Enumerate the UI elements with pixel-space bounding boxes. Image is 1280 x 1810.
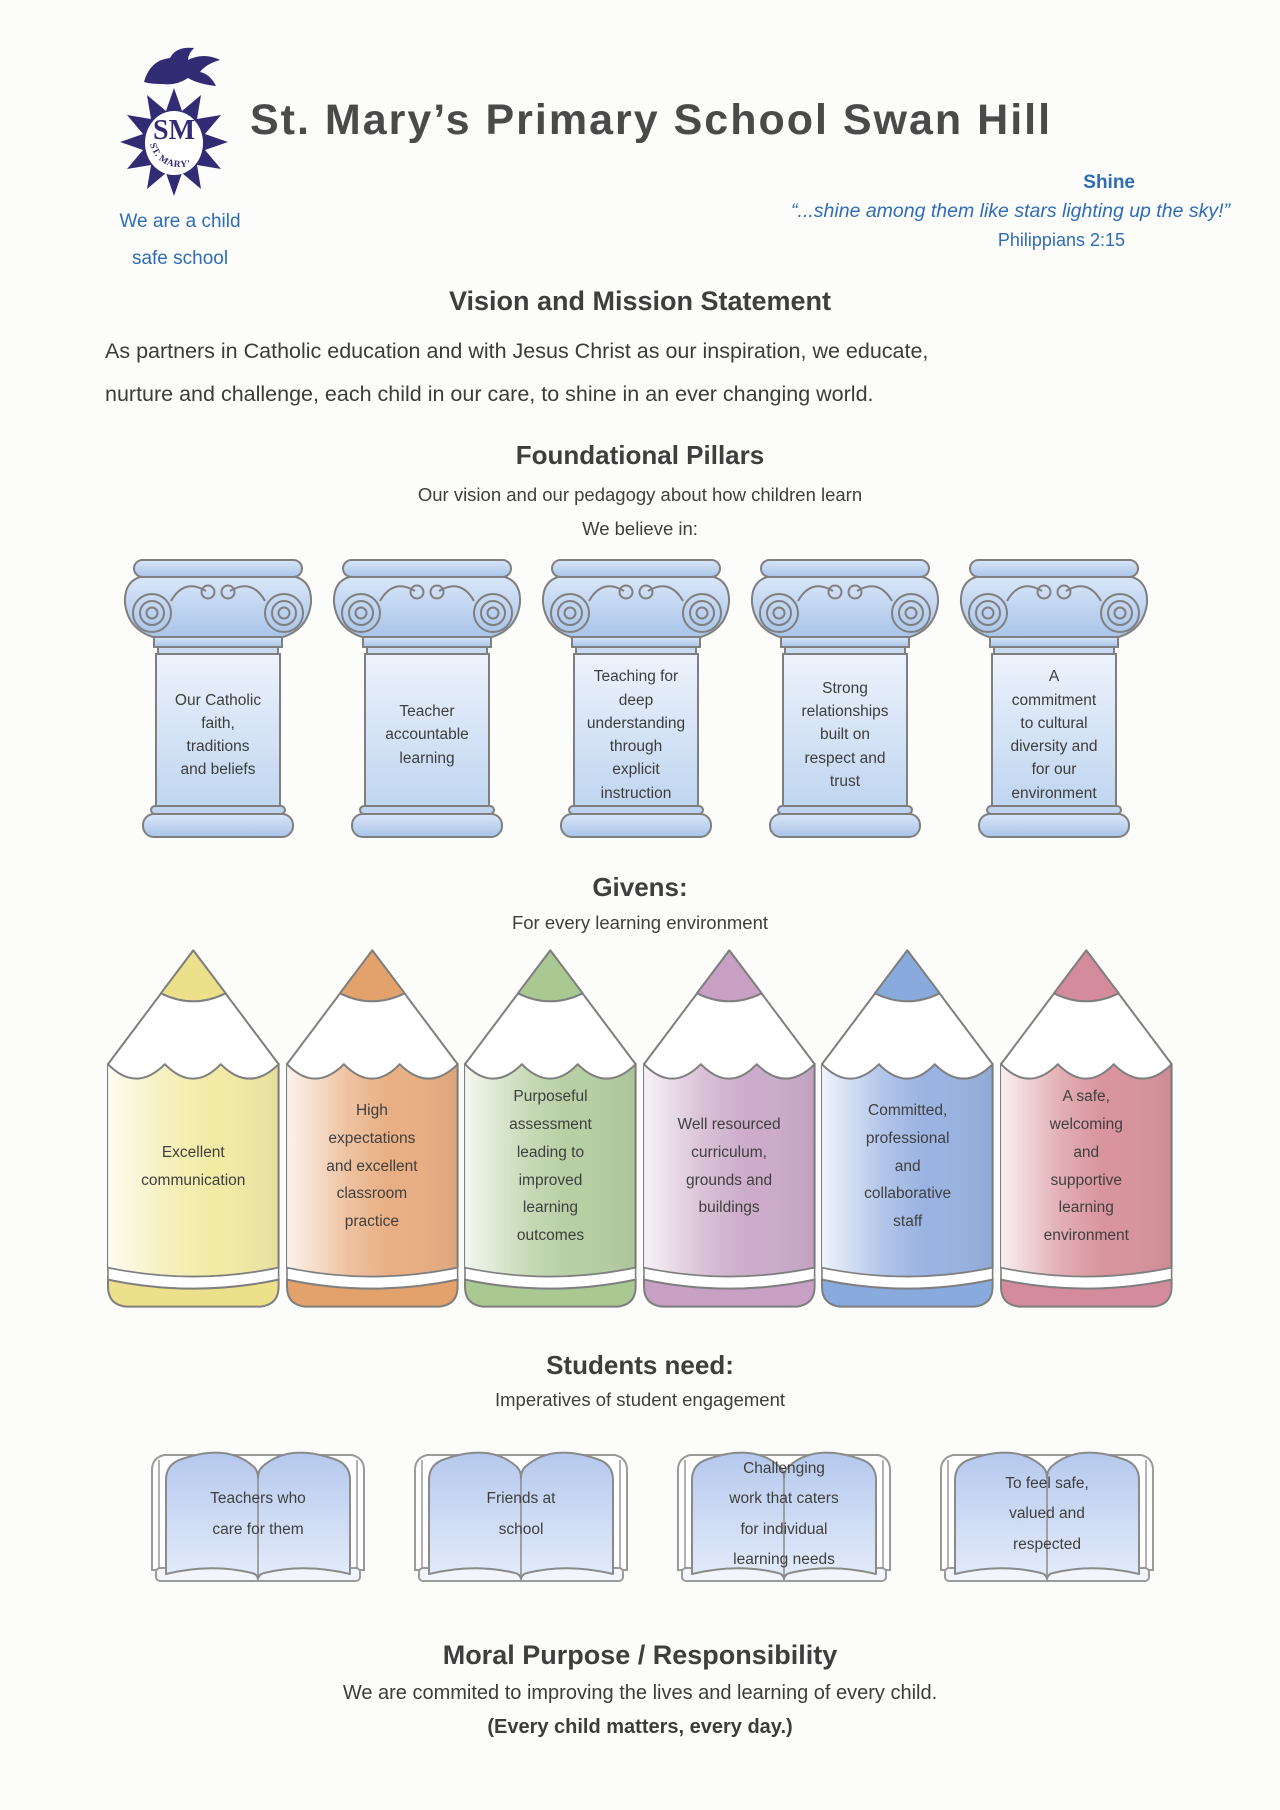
book-text: To feel safe, valued and respected <box>1005 1475 1089 1553</box>
givens-subtitle: For every learning environment <box>511 912 769 933</box>
pencil: High expectations and excellent classroo… <box>283 946 462 1311</box>
pencils-row: Excellent communication High expectation… <box>104 946 1176 1311</box>
book-text: Friends at school <box>486 1490 556 1538</box>
school-logo: SM ST. MARY'S <box>110 44 228 196</box>
child-safe-statement: We are a child safe school <box>100 203 260 277</box>
dove-icon <box>144 47 220 86</box>
pencil-text: Well resourced curriculum, grounds and b… <box>677 1115 781 1217</box>
pillar: Strong relationships built on respect an… <box>745 556 945 844</box>
students-subtitle: Imperatives of student engagement <box>494 1389 785 1410</box>
book-text: Challenging work that caters for individ… <box>729 1460 839 1568</box>
vision-heading: Vision and Mission Statement <box>448 286 832 316</box>
pillar-text: A commitment to cultural diversity and f… <box>1010 668 1098 802</box>
pillar-text: Our Catholic faith, traditions and belie… <box>174 691 262 779</box>
vision-body: As partners in Catholic education and wi… <box>105 339 929 406</box>
moral-line2: (Every child matters, every day.) <box>487 1716 793 1738</box>
scripture-quote: “...shine among them like stars lighting… <box>791 200 1230 222</box>
pencil: Committed, professional and collaborativ… <box>818 946 997 1311</box>
pillars-lead-in: We believe in: <box>582 518 698 539</box>
book: Challenging work that caters for individ… <box>668 1424 900 1589</box>
logo-monogram: SM <box>153 115 195 146</box>
pillar: Teacher accountable learning <box>327 556 527 844</box>
pillar: A commitment to cultural diversity and f… <box>954 556 1154 844</box>
child-safe-line2: safe school <box>131 248 229 270</box>
header-quote-block: Shine “...shine among them like stars li… <box>791 172 1230 251</box>
pillar-text: Strong relationships built on respect an… <box>801 679 889 790</box>
scripture-reference: Philippians 2:15 <box>997 230 1125 250</box>
pillars-row: Our Catholic faith, traditions and belie… <box>118 556 1154 844</box>
pillar-text: Teacher accountable learning <box>385 703 469 767</box>
book: To feel safe, valued and respected <box>931 1424 1163 1589</box>
students-heading: Students need: <box>546 1350 734 1380</box>
page-title: St. Mary’s Primary School Swan Hill <box>250 96 1053 144</box>
book: Teachers who care for them <box>142 1424 374 1589</box>
pencil-text: Excellent communication <box>141 1143 246 1189</box>
pencil-text: Committed, professional and collaborativ… <box>864 1101 952 1231</box>
pencil: Well resourced curriculum, grounds and b… <box>640 946 819 1311</box>
moral-line1: We are commited to improving the lives a… <box>342 1682 938 1704</box>
givens-heading: Givens: <box>592 872 688 902</box>
logo-oval <box>145 111 203 175</box>
pillar: Teaching for deep understanding through … <box>536 556 736 844</box>
pencil-text: A safe, welcoming and supportive learnin… <box>1043 1087 1129 1245</box>
pencil-text: High expectations and excellent classroo… <box>326 1101 418 1231</box>
book-text: Teachers who care for them <box>210 1490 306 1538</box>
pencil: A safe, welcoming and supportive learnin… <box>997 946 1176 1311</box>
pencil-text: Purposeful assessment leading to improve… <box>509 1087 592 1245</box>
moral-heading: Moral Purpose / Responsibility <box>442 1640 838 1670</box>
shine-label: Shine <box>1083 172 1135 193</box>
pillars-subtitle: Our vision and our pedagogy about how ch… <box>417 484 863 505</box>
pencil: Purposeful assessment leading to improve… <box>461 946 640 1311</box>
pencil: Excellent communication <box>104 946 283 1311</box>
pillars-heading: Foundational Pillars <box>515 440 765 470</box>
books-row: Teachers who care for them Friends at sc… <box>142 1424 1163 1589</box>
pillar-text: Teaching for deep understanding through … <box>586 668 686 802</box>
pillar: Our Catholic faith, traditions and belie… <box>118 556 318 844</box>
book: Friends at school <box>405 1424 637 1589</box>
child-safe-line1: We are a child <box>119 211 241 232</box>
